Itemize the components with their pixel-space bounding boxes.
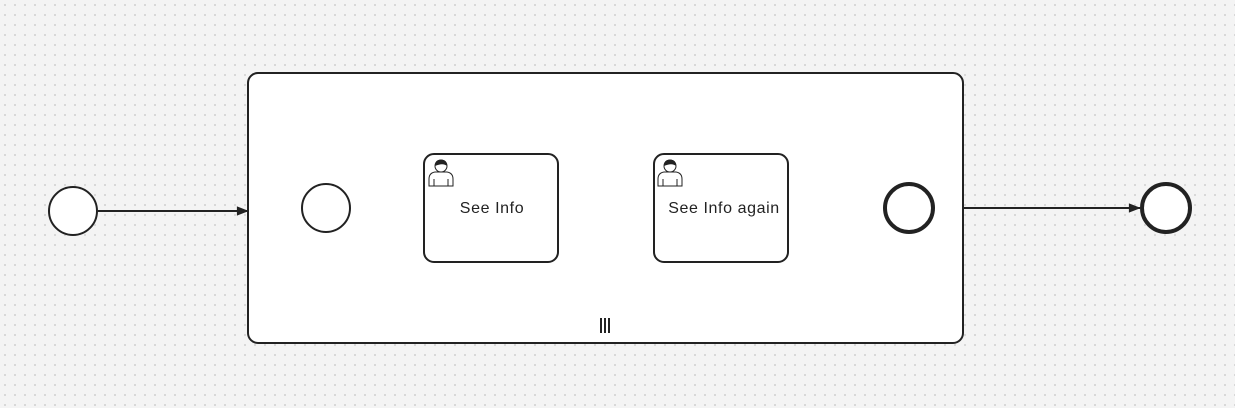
task-see-info-again[interactable]: See Info again [653, 153, 789, 263]
outer-end-event[interactable] [1140, 182, 1192, 234]
task-see-info-again-label: See Info again [668, 200, 780, 217]
outer-start-event[interactable] [48, 186, 98, 236]
inner-end-event[interactable] [883, 182, 935, 234]
task-see-info-again-box[interactable] [653, 153, 789, 263]
task-see-info-box[interactable] [423, 153, 559, 263]
task-see-info-label: See Info [460, 200, 524, 217]
multi-instance-parallel-icon [600, 318, 610, 333]
inner-start-event[interactable] [301, 183, 351, 233]
user-icon [428, 159, 454, 187]
task-see-info[interactable]: See Info [423, 153, 559, 263]
user-icon [657, 159, 683, 187]
subprocess-frame[interactable] [247, 72, 964, 344]
subprocess[interactable] [247, 72, 964, 344]
